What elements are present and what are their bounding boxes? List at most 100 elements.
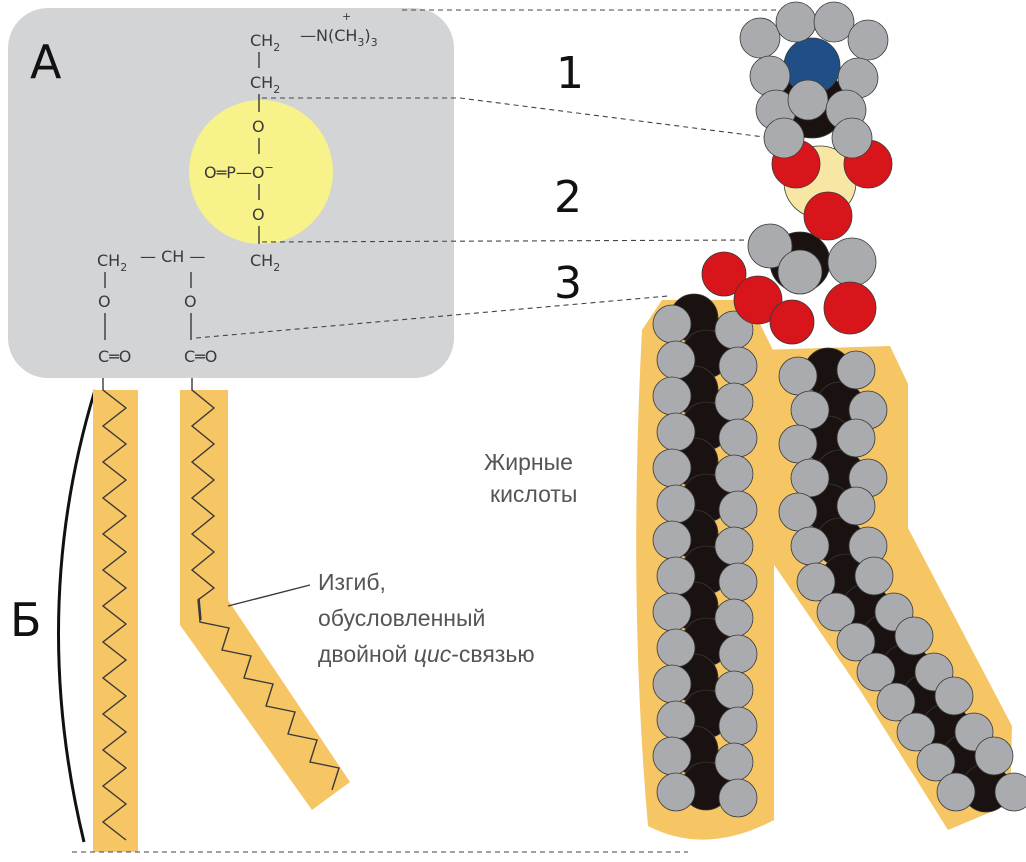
hydrogen-atom [856, 652, 896, 692]
hydrogen-atom [652, 376, 692, 416]
hydrogen-atom [718, 346, 758, 386]
hydrogen-atom [714, 382, 754, 422]
carbonyl-right: C═O [184, 347, 217, 366]
hydrogen-atom [714, 526, 754, 566]
hydrogen-atom [656, 412, 696, 452]
hydrogen-atom [652, 304, 692, 344]
glycerol-ch2-left: CH2 [97, 251, 127, 274]
choline-nitrogen: —N(CH3)3 [300, 26, 378, 49]
hydrogen-atom [816, 592, 856, 632]
saturated-tail-zigzag [101, 378, 128, 841]
hydrogen-atom [777, 249, 823, 295]
hydrogen-atom [836, 350, 876, 390]
hydrogen-atom [847, 19, 889, 61]
hydrogen-atom [718, 562, 758, 602]
kink-pointer [227, 584, 311, 607]
hydrogen-atom [652, 592, 692, 632]
region-number-3: 3 [554, 258, 582, 309]
head-atoms [701, 1, 893, 345]
hydrogen-atom [714, 598, 754, 638]
hydrogen-atom [778, 424, 818, 464]
hydrogen-atom [714, 454, 754, 494]
choline-ch2: CH2 [250, 31, 280, 54]
glycerol-ch: — CH — [140, 247, 205, 266]
oxygen-atom [769, 299, 815, 345]
hydrogen-atom [714, 670, 754, 710]
hydrogen-atom [974, 736, 1014, 776]
hydrogen-atom [778, 356, 818, 396]
hydrogen-atom [718, 778, 758, 818]
nitrogen-charge: + [342, 10, 351, 23]
hydrogen-atom [896, 712, 936, 752]
unsaturated-tail-band [180, 390, 350, 810]
unsaturated-tail-zigzag [190, 378, 340, 791]
hydrogen-atom [934, 676, 974, 716]
phosphate-group: O═P—O− [204, 161, 274, 182]
hydrogen-atom [854, 556, 894, 596]
hydrogen-atom [749, 55, 791, 97]
hydrogen-atom [718, 706, 758, 746]
tail-atoms [652, 293, 1026, 818]
hydrogen-atom [656, 628, 696, 668]
hydrogen-atom [790, 390, 830, 430]
hydrogen-atom [763, 117, 805, 159]
hydrogen-atom [739, 17, 781, 59]
guide-glycerol [261, 239, 749, 243]
hydrogen-atom [813, 1, 855, 43]
hydrogen-atom [718, 490, 758, 530]
space-filling-model [636, 1, 1026, 840]
choline-ch2-second: CH2 [250, 73, 280, 96]
phosphate-oxygen-bottom: O [252, 205, 265, 224]
phosphate-highlight [189, 100, 333, 244]
oxygen-atom [733, 275, 783, 325]
hydrogen-atom [836, 622, 876, 662]
region-number-2: 2 [554, 172, 582, 223]
glycerol-ch2-right: CH2 [250, 251, 280, 274]
panel-label-b: Б [10, 593, 42, 647]
hydrogen-atom [836, 486, 876, 526]
hydrogen-atom [652, 448, 692, 488]
fatty-acids-label-line2: кислоты [490, 481, 577, 507]
hydrogen-atom [778, 492, 818, 532]
hydrogen-atom [994, 772, 1026, 812]
hydrogen-atom [714, 742, 754, 782]
hydrogen-atom [656, 484, 696, 524]
hydrogen-atom [656, 772, 696, 812]
hydrogen-atom [827, 237, 877, 287]
tail-bracket [57, 389, 97, 843]
oxygen-atom [823, 281, 877, 335]
hydrogen-atom [936, 772, 976, 812]
saturated-tail-band [93, 390, 138, 852]
carbonyl-left: C═O [98, 347, 131, 366]
hydrogen-atom [790, 458, 830, 498]
hydrogen-atom [656, 556, 696, 596]
oxygen-atom [803, 191, 853, 241]
kink-caption-line3: двойной цис-связью [318, 641, 535, 667]
hydrogen-atom [747, 223, 793, 269]
hydrogen-atom [652, 664, 692, 704]
oxygen-atom [701, 251, 747, 297]
hydrogen-atom [656, 340, 696, 380]
ester-oxygen-left: O [98, 292, 111, 311]
panel-label-a: А [30, 35, 62, 89]
hydrogen-atom [787, 79, 829, 121]
kink-caption-line1: Изгиб, [318, 569, 386, 595]
hydrogen-atom [718, 418, 758, 458]
guide-ester [195, 295, 669, 339]
hydrogen-atom [775, 1, 817, 43]
hydrogen-atom [894, 616, 934, 656]
fatty-acids-label-line1: Жирные [484, 449, 573, 475]
hydrogen-atom [796, 562, 836, 602]
phosphate-oxygen-top: O [252, 117, 265, 136]
kink-caption-line2: обусловленный [318, 605, 485, 631]
hydrogen-atom [876, 682, 916, 722]
region-number-1: 1 [556, 48, 584, 99]
ester-oxygen-right: O [184, 292, 197, 311]
hydrogen-atom [836, 418, 876, 458]
hydrogen-atom [718, 634, 758, 674]
hydrogen-atom [652, 736, 692, 776]
hydrogen-atom [790, 526, 830, 566]
hydrogen-atom [656, 700, 696, 740]
